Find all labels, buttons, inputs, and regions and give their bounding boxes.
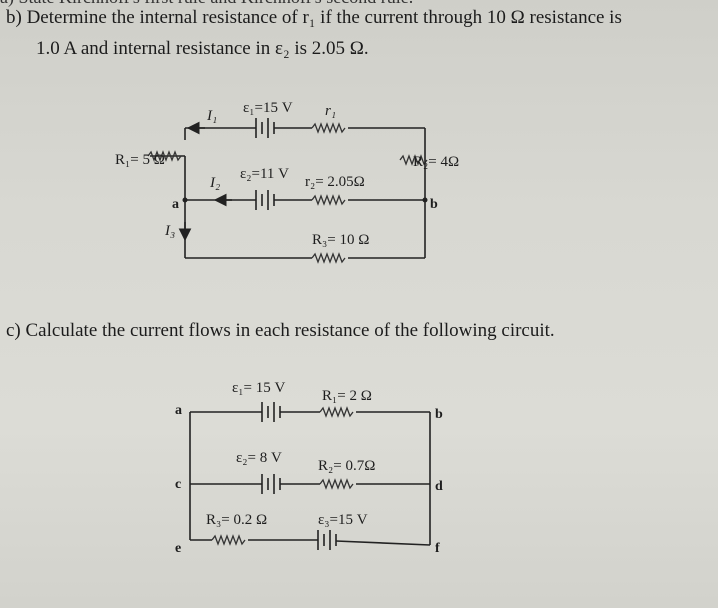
label-emf1-c: ε₁= 15 V	[232, 380, 285, 396]
resistor-r2-c	[319, 478, 354, 490]
label-emf3-c: ε₃=15 V	[318, 512, 368, 528]
battery-emf2-b	[255, 190, 275, 210]
node-a-c: a	[175, 403, 182, 418]
node-d-c: d	[435, 479, 443, 494]
resistor-r2-internal	[311, 194, 346, 206]
resistor-r1-internal	[311, 122, 346, 134]
battery-emf1-b	[255, 118, 275, 138]
circuit-c: ε₁= 15 V R₁= 2 Ω ε₂= 8 V R₂= 0.7Ω R₃= 0.…	[175, 380, 443, 556]
label-r1-c: R₁= 2 Ω	[322, 388, 372, 404]
question-b-line2: 1.0 A and internal resistance in ε₂ is 2…	[36, 38, 369, 59]
label-i1: I₁	[206, 108, 217, 124]
label-r2-internal: r₂= 2.05Ω	[305, 174, 365, 190]
question-b-line1: b) Determine the internal resistance of …	[6, 7, 622, 28]
label-r2-b: R₂= 4Ω	[413, 154, 459, 170]
label-emf1-b: ε₁=15 V	[243, 100, 293, 116]
battery-emf3-c	[317, 530, 337, 550]
node-b-b: b	[430, 197, 438, 212]
label-r3-c: R₃= 0.2 Ω	[206, 512, 267, 528]
label-r3-b: R₃= 10 Ω	[312, 232, 369, 248]
circuit-b: I₁ ε₁=15 V r₁ R₁= 5 Ω R₂= 4Ω I₂ ε₂=11 V …	[115, 100, 459, 264]
label-r2-c: R₂= 0.7Ω	[318, 458, 375, 474]
label-emf2-c: ε₂= 8 V	[236, 450, 282, 466]
question-c-text: c) Calculate the current flows in each r…	[6, 320, 555, 341]
node-a-b: a	[172, 197, 179, 212]
node-c-c: c	[175, 477, 181, 492]
node-e-c: e	[175, 541, 181, 556]
resistor-r3-b	[311, 252, 346, 264]
node-b-c: b	[435, 407, 443, 422]
battery-emf2-c	[261, 474, 281, 494]
resistor-r3-c	[211, 534, 246, 546]
resistor-r2-b	[399, 154, 428, 166]
battery-emf1-c	[261, 402, 281, 422]
node-f-c: f	[435, 541, 440, 556]
label-i3: I₃	[164, 223, 175, 239]
resistor-r1-b	[147, 150, 182, 162]
label-i2: I₂	[209, 175, 220, 191]
label-r1-internal: r₁	[325, 103, 336, 119]
cut-off-question-a: a) State Kirchhoff's first rule and Kirc…	[0, 0, 413, 8]
label-r1-b: R₁= 5 Ω	[115, 152, 165, 168]
resistor-r1-c	[319, 406, 354, 418]
label-emf2-b: ε₂=11 V	[240, 166, 289, 182]
